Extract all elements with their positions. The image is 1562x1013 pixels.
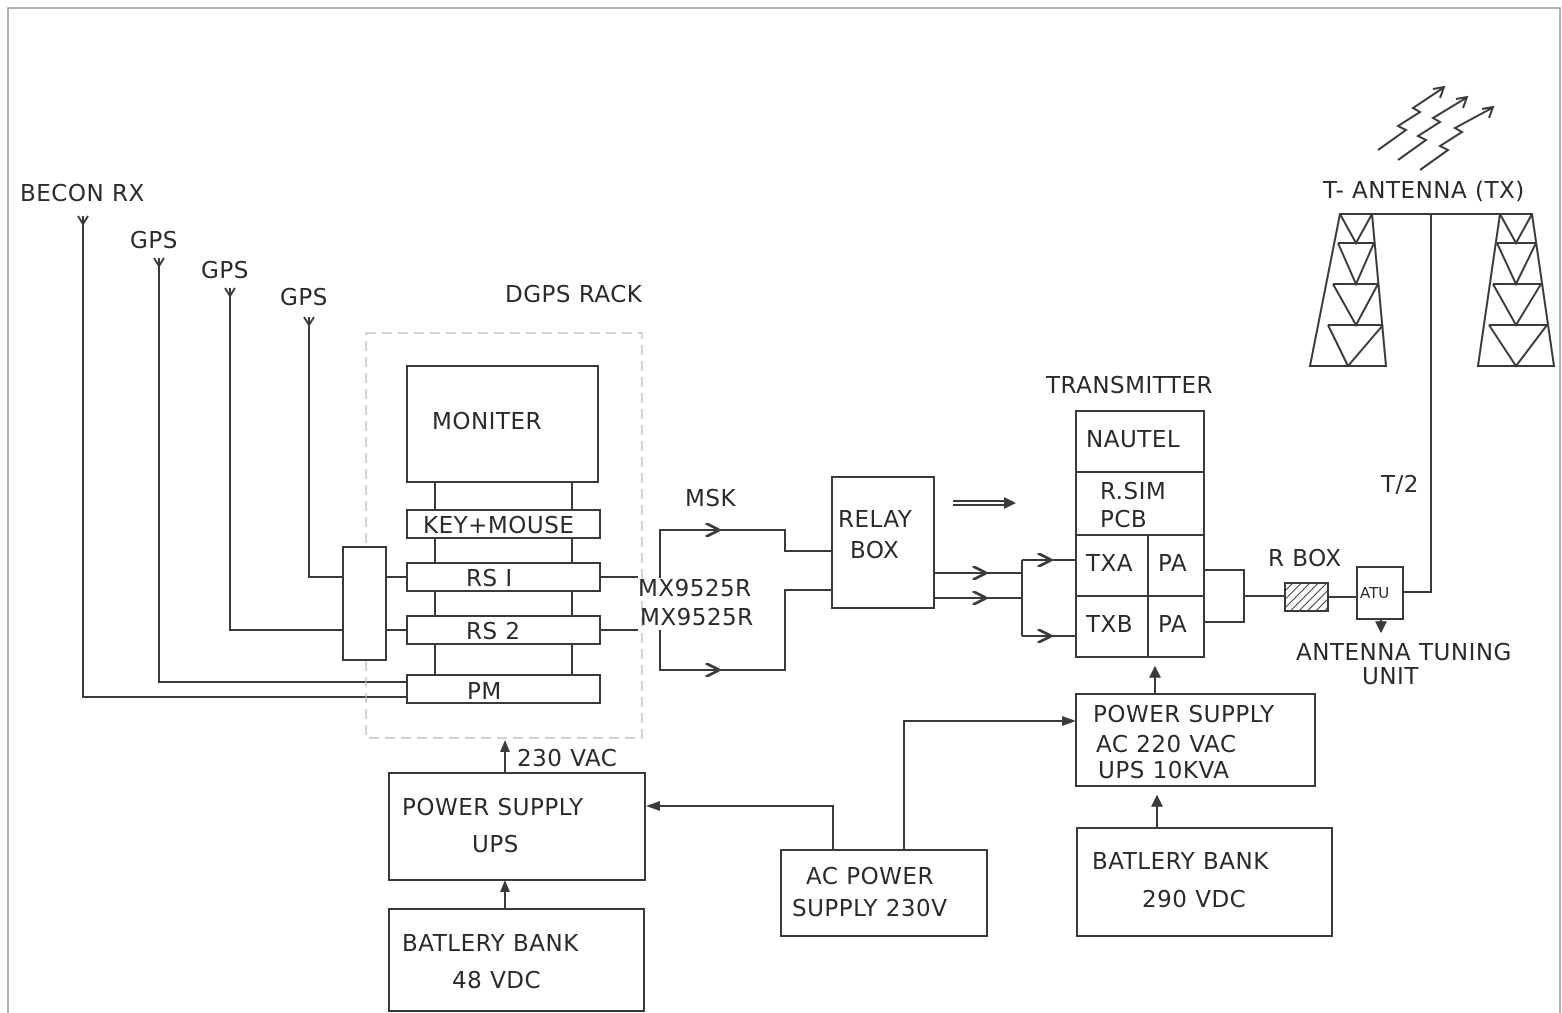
dgps-rack-label: DGPS RACK — [505, 282, 643, 308]
bat48-arrowhead — [500, 880, 510, 892]
ac-to-ps-ups-arrowhead — [646, 801, 660, 811]
gps-antenna-2: GPS — [201, 258, 408, 631]
transmitter-cabinet: NAUTEL R.SIM PCB TXA TXB PA PA — [1075, 410, 1205, 658]
pm-label: PM — [467, 679, 502, 705]
radiation-waves — [1377, 85, 1495, 171]
rsim-label-1: R.SIM — [1100, 479, 1166, 505]
pa-combiner — [1204, 569, 1245, 623]
dgps-rack-outline — [365, 332, 643, 739]
ac-ps-label-1: AC POWER — [806, 864, 934, 890]
ps-ups-up-arrowhead — [500, 740, 510, 752]
bat48-box: BATLERY BANK 48 VDC — [388, 908, 645, 1012]
splitter-block — [342, 546, 387, 661]
relay-box: RELAY BOX — [831, 476, 935, 609]
ps-tx-label-2: AC 220 VAC — [1096, 732, 1237, 758]
page-border — [7, 7, 1561, 1013]
ps-ups-label-1: POWER SUPPLY — [402, 795, 584, 821]
atu-box: ATU — [1356, 566, 1404, 620]
signal-flow-indicator — [953, 500, 1008, 506]
pm-box: PM — [406, 674, 601, 705]
transmitter-label: TRANSMITTER — [1045, 373, 1213, 399]
ps-ups-label-2: UPS — [472, 832, 519, 858]
atu-caption-2: UNIT — [1362, 664, 1419, 690]
gps-antenna-3: GPS — [280, 285, 408, 578]
relay-box-label-2: BOX — [850, 538, 899, 564]
ac-to-ps-ups — [656, 805, 834, 850]
gps-label-1: GPS — [130, 228, 178, 254]
bat48-label-2: 48 VDC — [452, 968, 541, 994]
bat290-label-1: BATLERY BANK — [1092, 849, 1269, 875]
nautel-label: NAUTEL — [1086, 427, 1180, 453]
ac-ps-box: AC POWER SUPPLY 230V — [780, 849, 988, 937]
feed-to-antenna — [1403, 214, 1432, 593]
ac-to-ps-tx-arrowhead — [1062, 716, 1076, 726]
bat290-box: BATLERY BANK 290 VDC — [1076, 827, 1333, 937]
relay-bus — [985, 572, 1022, 599]
ps-tx-label-1: POWER SUPPLY — [1093, 702, 1275, 728]
rs1-label: RS I — [466, 566, 513, 592]
gps-label-3: GPS — [280, 285, 328, 311]
key-mouse-box: KEY+MOUSE — [406, 509, 601, 539]
moniter-label: MONITER — [432, 409, 542, 435]
rs2-label: RS 2 — [466, 619, 521, 645]
r-box-label: R BOX — [1268, 546, 1342, 572]
mx9525r-label-1: MX9525R — [638, 576, 752, 602]
t2-label: T/2 — [1380, 472, 1419, 498]
msk-bottom-to-relay — [718, 589, 832, 671]
msk-top-to-relay — [718, 529, 832, 552]
vac230-label: 230 VAC — [517, 746, 617, 772]
msk-line-top — [659, 530, 718, 578]
signal-flow-arrowhead — [1004, 497, 1016, 509]
antenna-tower-right — [1476, 213, 1556, 368]
ac-to-ps-tx — [903, 720, 1066, 850]
gps-label-2: GPS — [201, 258, 249, 284]
atu-label: ATU — [1360, 584, 1389, 602]
relay-box-label-1: RELAY — [838, 507, 913, 533]
pa-b-label: PA — [1158, 612, 1187, 638]
ps-tx-label-3: UPS 10KVA — [1098, 758, 1229, 784]
rsim-label-2: PCB — [1100, 507, 1147, 533]
gps-antenna-1: GPS — [130, 228, 408, 683]
becon-rx-label: BECON RX — [20, 181, 145, 207]
antenna-title: T- ANTENNA (TX) — [1322, 178, 1525, 204]
tx-feed-ends — [1050, 559, 1076, 637]
txa-label: TXA — [1085, 551, 1133, 577]
msk-line-bottom — [659, 630, 718, 670]
rs1-box: RS I — [406, 562, 601, 592]
moniter-box: MONITER — [406, 365, 599, 483]
pa-a-label: PA — [1158, 551, 1187, 577]
ps-ups-box: POWER SUPPLY UPS — [388, 772, 646, 881]
bat290-label-2: 290 VDC — [1142, 887, 1246, 913]
ps-tx-box: POWER SUPPLY AC 220 VAC UPS 10KVA — [1075, 693, 1316, 787]
r-box — [1284, 582, 1329, 612]
becon-rx-antenna: BECON RX — [20, 181, 408, 698]
msk-label: MSK — [685, 486, 736, 512]
ac-ps-label-2: SUPPLY 230V — [792, 896, 947, 922]
mx9525r-label-2: MX9525R — [640, 605, 754, 631]
antenna-tower-left — [1308, 213, 1388, 367]
bat48-label-1: BATLERY BANK — [402, 931, 579, 957]
txb-label: TXB — [1085, 612, 1133, 638]
key-mouse-label: KEY+MOUSE — [423, 513, 574, 539]
rs2-box: RS 2 — [406, 615, 601, 645]
atu-caption-1: ANTENNA TUNING — [1296, 640, 1512, 666]
